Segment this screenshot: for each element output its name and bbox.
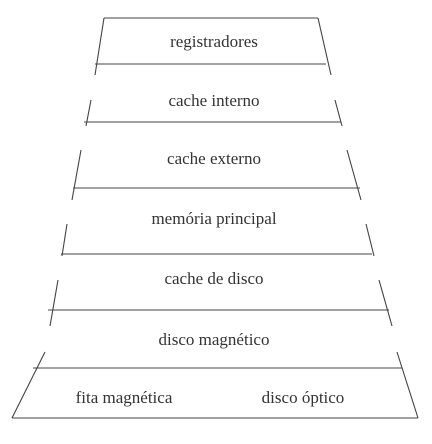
level-dividers	[12, 17, 418, 419]
level-cache-de-disco: cache de disco	[164, 269, 264, 288]
level-disco-optico: disco óptico	[261, 388, 345, 407]
pyramid-right-edge	[317, 17, 419, 419]
level-cache-interno: cache interno	[168, 91, 260, 110]
level-disco-magnetico: disco magnético	[158, 330, 270, 349]
level-memoria-principal: memória principal	[151, 209, 277, 228]
pyramid-left-edge	[11, 17, 105, 419]
level-cache-externo: cache externo	[167, 149, 261, 168]
level-registradores: registradores	[170, 32, 258, 51]
level-fita-magnetica: fita magnética	[75, 388, 173, 407]
